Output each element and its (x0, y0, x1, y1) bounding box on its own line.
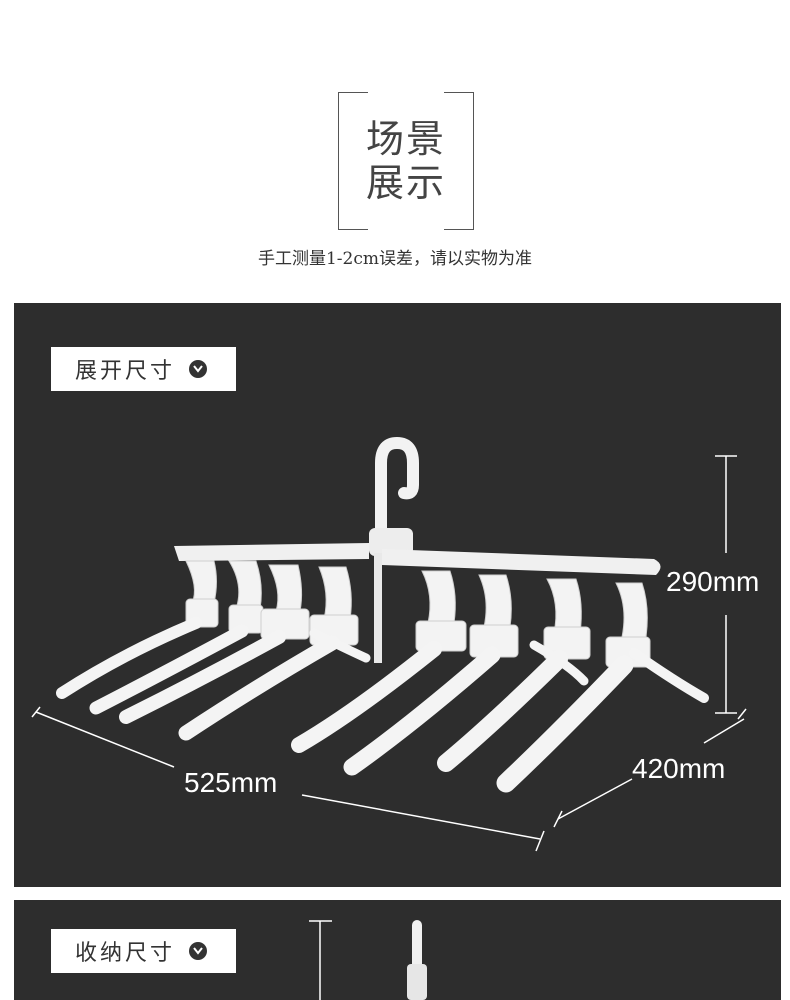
expanded-size-label: 展开尺寸 (51, 347, 236, 391)
folded-size-panel: 收纳尺寸 (14, 900, 781, 1000)
hanger-illustration (31, 436, 747, 852)
measurement-note: 手工测量1-2cm误差，请以实物为准 (257, 249, 533, 269)
chevron-down-circle-icon (189, 360, 208, 378)
section-title-line2: 展示 (365, 161, 446, 205)
section-title-frame: 场景 展示 (338, 92, 474, 230)
depth-dimension: 420mm (632, 753, 726, 784)
height-dimension: 290mm (666, 566, 760, 597)
folded-size-label-text: 收纳尺寸 (75, 941, 176, 966)
folded-size-label: 收纳尺寸 (51, 929, 236, 973)
folded-hanger-illustration (309, 920, 427, 1000)
chevron-down-circle-icon (189, 942, 208, 960)
width-dimension: 525mm (184, 767, 278, 798)
expanded-size-label-text: 展开尺寸 (75, 359, 176, 384)
expanded-size-panel: 展开尺寸 (14, 303, 781, 887)
section-title-line1: 场景 (365, 117, 446, 161)
